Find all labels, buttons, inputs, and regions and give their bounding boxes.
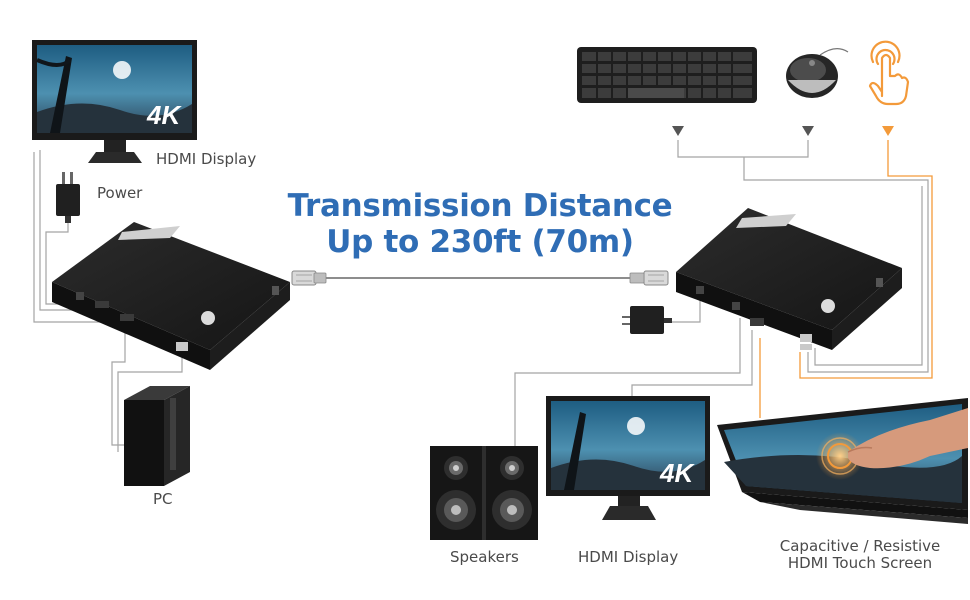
headline-line-2: Up to 230ft (70m) bbox=[326, 224, 634, 260]
mouse-icon bbox=[786, 48, 849, 98]
monitor-badge: 4K bbox=[146, 100, 182, 130]
label-power: Power bbox=[97, 184, 143, 202]
touch-usb-cable bbox=[759, 140, 933, 418]
cable-receiver-to-speakers bbox=[514, 318, 741, 446]
label-touch-screen-line-1: Capacitive / Resistive bbox=[779, 537, 941, 555]
label-touch-screen: Capacitive / Resistive HDMI Touch Screen bbox=[770, 538, 950, 572]
arrow-keyboard bbox=[672, 126, 684, 136]
label-touch-screen-line-2: HDMI Touch Screen bbox=[787, 554, 933, 572]
label-hdmi-display-top: HDMI Display bbox=[156, 150, 257, 168]
label-hdmi-display-bottom: HDMI Display bbox=[578, 548, 679, 566]
monitor-bottom-icon: 4K bbox=[546, 396, 710, 520]
receiver-icon bbox=[676, 208, 902, 350]
power-adapter-right-icon bbox=[622, 306, 672, 334]
arrow-mouse bbox=[802, 126, 814, 136]
headline-line-1: Transmission Distance bbox=[287, 188, 673, 224]
cable-transmitter-to-pc bbox=[111, 330, 126, 446]
label-speakers: Speakers bbox=[450, 548, 519, 566]
pc-tower-icon bbox=[124, 386, 190, 486]
touch-hand-icon bbox=[868, 40, 910, 106]
headline: Transmission Distance Up to 230ft (70m) bbox=[250, 188, 710, 260]
cable-keyboard-mouse bbox=[677, 140, 929, 373]
arrow-touch bbox=[882, 126, 894, 136]
monitor-icon: 4K bbox=[32, 40, 197, 163]
cables bbox=[33, 140, 929, 452]
arrow-markers bbox=[672, 126, 894, 136]
power-adapter-icon bbox=[56, 172, 80, 223]
touch-screen-icon bbox=[717, 398, 968, 524]
rj45-plug-left bbox=[291, 270, 327, 286]
keyboard-icon bbox=[577, 47, 757, 103]
speakers-icon bbox=[430, 446, 538, 540]
cable-receiver-to-display bbox=[631, 330, 753, 398]
transmitter-icon bbox=[52, 222, 290, 370]
label-pc: PC bbox=[153, 490, 173, 508]
cable-receiver-power bbox=[672, 300, 701, 323]
rj45-plug-right bbox=[629, 270, 669, 286]
monitor-bottom-badge: 4K bbox=[659, 458, 695, 488]
